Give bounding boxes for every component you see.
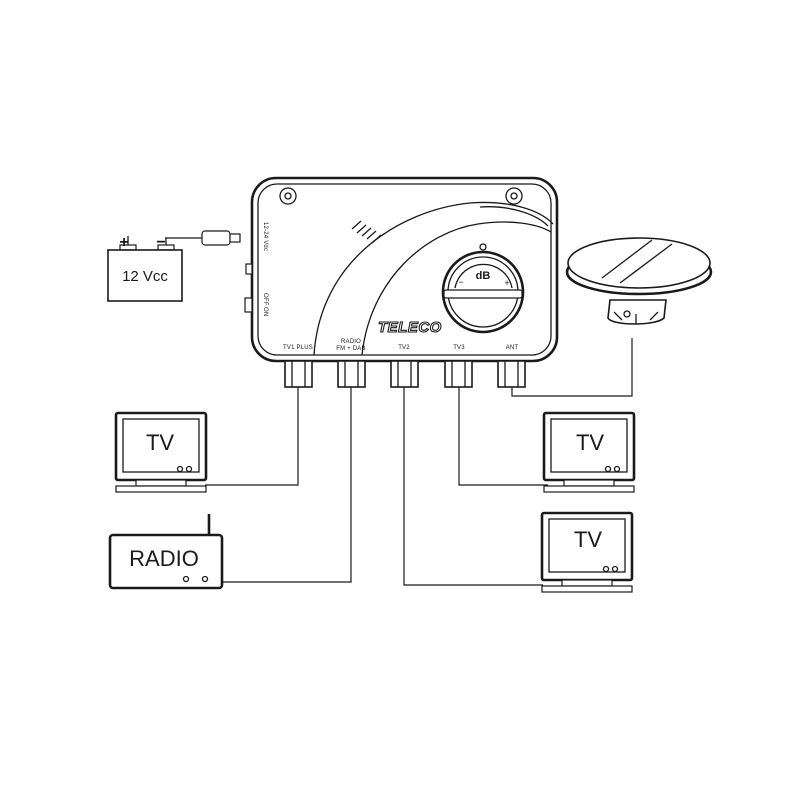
port-label-radio-line1: RADIO (341, 339, 361, 345)
gain-knob-minus: − (458, 277, 463, 287)
gain-knob-outer (441, 250, 525, 334)
battery-plus-sign: + (119, 234, 128, 251)
omnidirectional-antenna (565, 237, 713, 325)
gain-knob-plus: + (504, 278, 509, 288)
vent-slots (351, 220, 382, 244)
gain-knob-scale (454, 263, 513, 289)
port-label-tv1: TV1 PLUS (283, 345, 313, 351)
port-label-ant: ANT (506, 345, 519, 351)
port-ant-connector[interactable] (497, 360, 526, 388)
amplifier-curve-inner (361, 221, 552, 356)
port-label-tv2: TV2 (398, 345, 410, 351)
tv-right-bottom-foot (541, 585, 633, 593)
gain-knob-label: dB (476, 270, 491, 282)
tv-right-bottom-screen (548, 518, 626, 573)
cable-tv3-to-tv (458, 387, 548, 486)
tv-left-stand (135, 479, 187, 487)
tv-right-bottom-knob-2 (611, 565, 619, 573)
port-label-tv3: TV3 (453, 345, 465, 351)
tv-right-top-screen (550, 418, 628, 473)
power-led (479, 243, 487, 251)
tv-right-bottom-stand (561, 579, 613, 587)
power-plug (201, 230, 231, 246)
tv-right-top-knob-2 (613, 465, 621, 473)
port-tv1-connector[interactable] (284, 360, 313, 388)
tv-left-screen (122, 418, 200, 473)
voltage-label: 12-24 Vdc (262, 222, 268, 251)
amplifier-brand: TELECO (378, 319, 442, 336)
power-socket[interactable] (245, 263, 253, 275)
switch-off-label: OFF (262, 293, 268, 306)
gain-knob-grip (443, 289, 523, 299)
amplifier-curve-accent (479, 206, 549, 227)
radio-knob-1 (182, 575, 190, 583)
radio: RADIO (108, 514, 224, 590)
tv-left-knob-1 (176, 465, 184, 473)
tv-right-bottom-knob-1 (602, 565, 610, 573)
tv-left-foot (115, 485, 207, 493)
tv-right-top-knob-1 (604, 465, 612, 473)
cable-radio-to-radio (222, 387, 352, 583)
amplifier-body-inner (257, 183, 552, 356)
battery: + − 12 Vcc (107, 230, 241, 302)
radio-label: RADIO (129, 546, 199, 571)
power-switch[interactable] (244, 297, 253, 313)
port-tv2-connector[interactable] (390, 360, 419, 388)
amplifier-curve-outer (313, 201, 554, 356)
tv-right-top: TV (542, 411, 636, 493)
port-tv3-connector[interactable] (444, 360, 473, 388)
cables (165, 237, 633, 586)
cable-tv2-to-tv (403, 387, 543, 586)
tv-left: TV (114, 411, 208, 493)
tv-left-label: TV (146, 430, 174, 455)
port-radio-connector[interactable] (337, 360, 366, 388)
tv-right-top-stand (563, 479, 615, 487)
antenna-base-feet (613, 311, 659, 324)
cable-tv1-to-tv (205, 387, 299, 486)
power-plug-tip (229, 233, 241, 243)
screw-left (279, 187, 297, 205)
battery-minus-sign: − (156, 234, 165, 251)
antenna-dome-top (567, 237, 711, 289)
amplifier: dB − + TELECO 12-24 Vdc OFF ON TV1 PLUS … (244, 176, 559, 388)
radio-body (108, 533, 224, 590)
port-label-radio-line2: FM + DAB (336, 346, 365, 352)
screw-right-center (510, 192, 518, 200)
tv-right-top-label: TV (576, 430, 604, 455)
antenna-base-bolt (623, 310, 631, 318)
tv-right-bottom: TV (540, 511, 634, 593)
tv-right-top-foot (543, 485, 635, 493)
cable-ant-to-antenna (511, 338, 633, 397)
switch-on-label: ON (262, 307, 268, 316)
screw-left-center (284, 192, 292, 200)
antenna-dome-stripe (601, 239, 673, 284)
tv-right-bottom-label: TV (574, 527, 602, 552)
tv-left-knob-2 (185, 465, 193, 473)
gain-knob[interactable]: dB − + (441, 250, 525, 334)
battery-body (107, 249, 183, 302)
battery-label: 12 Vcc (122, 268, 168, 285)
screw-right (505, 187, 523, 205)
radio-knob-2 (201, 575, 209, 583)
